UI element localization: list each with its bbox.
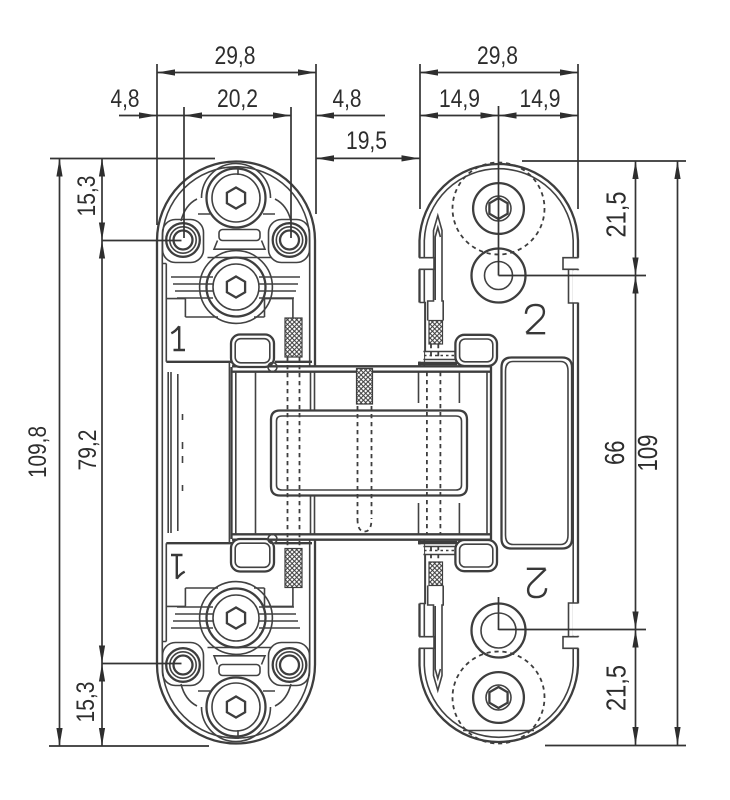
svg-text:29,8: 29,8 [477,42,518,70]
svg-text:15,3: 15,3 [72,682,100,723]
svg-text:15,3: 15,3 [73,176,101,217]
svg-text:21,5: 21,5 [601,665,632,711]
svg-text:20,2: 20,2 [217,85,258,113]
svg-text:4,8: 4,8 [111,85,140,113]
svg-text:109: 109 [632,435,663,472]
svg-text:14,9: 14,9 [439,85,480,113]
svg-text:66: 66 [599,440,630,465]
svg-text:4,8: 4,8 [333,85,362,113]
svg-text:79,2: 79,2 [74,430,102,471]
svg-text:19,5: 19,5 [346,127,387,155]
svg-text:109,8: 109,8 [24,426,52,478]
svg-text:29,8: 29,8 [215,42,256,70]
svg-text:14,9: 14,9 [520,85,561,113]
svg-text:21,5: 21,5 [601,192,632,238]
